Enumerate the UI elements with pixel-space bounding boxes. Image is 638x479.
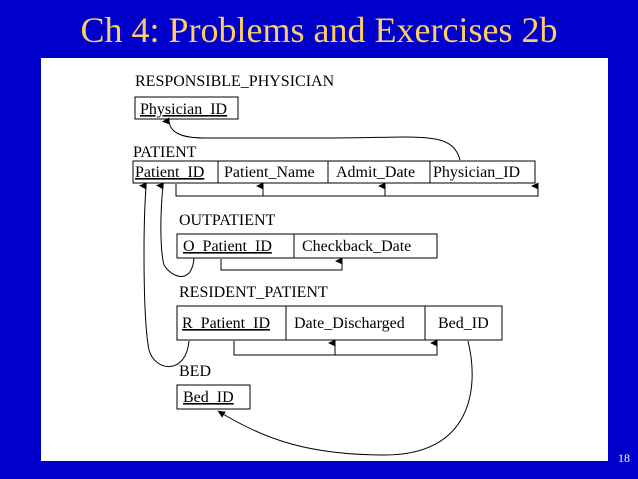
field-cell [293,233,438,259]
fk-arrow-physician [162,117,461,161]
fd-line-outpatient [220,257,343,271]
diagram-panel [41,58,608,461]
field-r-patient-id-pk: R_Patient_ID [182,315,270,332]
fk-arrow-bed [217,340,473,456]
field-cell [285,305,426,341]
table-name-resident-patient: RESIDENT_PATIENT [179,284,328,301]
field-bed-id-pk: Bed_ID [183,389,234,406]
field-bed-id-fk: Bed_ID [438,315,489,332]
table-name-bed: BED [179,363,211,380]
field-o-patient-id-pk: O_Patient_ID [183,238,272,255]
field-cell [429,160,536,184]
field-cell [424,305,503,341]
field-patient-name: Patient_Name [224,164,315,181]
field-cell [176,384,251,410]
fd-line-patient [175,184,539,197]
field-patient-id-pk: Patient_ID [135,164,204,181]
field-admit-date: Admit_Date [336,164,415,181]
field-date-discharged: Date_Discharged [294,315,405,332]
field-checkback-date: Checkback_Date [302,238,411,255]
fk-arrow-r-patient [139,182,190,367]
fk-arrow-o-patient [156,182,195,277]
slide-title: Ch 4: Problems and Exercises 2b [80,10,558,50]
field-cell [176,305,287,341]
field-cell [134,96,239,120]
table-name-responsible-physician: RESPONSIBLE_PHYSICIAN [135,73,335,90]
slide-number: 18 [618,451,630,465]
field-physician-id-pk: Physician_ID [140,101,227,118]
field-physician-id-fk: Physician_ID [433,164,520,181]
table-name-outpatient: OUTPATIENT [179,212,276,229]
table-name-patient: PATIENT [133,144,197,161]
